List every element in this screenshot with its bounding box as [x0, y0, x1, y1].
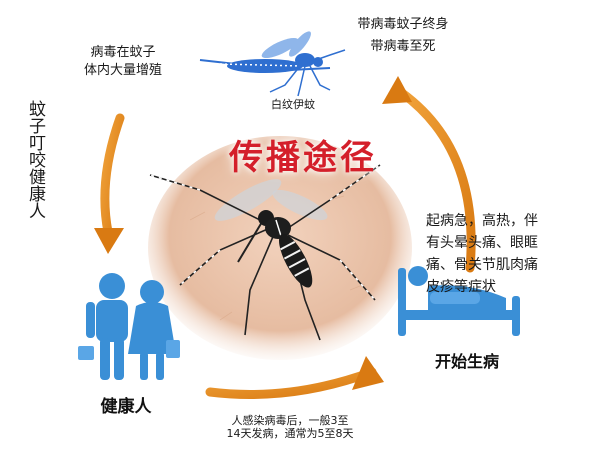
- arrowheads: [94, 76, 412, 390]
- aedes-albopictus-icon: [199, 31, 346, 97]
- symptoms-line-3: 痛、骨关节肌肉痛: [426, 257, 538, 273]
- cycle-arrow-icon: [100, 88, 476, 399]
- infected-mosquito-line-1: 带病毒蚊子终身: [357, 17, 449, 32]
- family-icon: [78, 273, 180, 380]
- incubation-line-2: 14天发病，通常为5至8天: [226, 427, 354, 440]
- infected-mosquito-note: 带病毒蚊子终身 带病毒至死: [318, 14, 488, 58]
- bite-healthy-person-label: 蚊子叮咬健康人: [25, 100, 45, 219]
- incubation-line-1: 人感染病毒后，一般3至: [231, 414, 349, 427]
- sick-bed-icon: [398, 266, 520, 336]
- symptoms-text: 起病急，高热，伴 有头晕头痛、眼眶 痛、骨关节肌肉痛 皮疹等症状: [426, 210, 596, 298]
- symptoms-line-2: 有头晕头痛、眼眶: [426, 235, 538, 251]
- virus-replication-note: 病毒在蚊子 体内大量增殖: [58, 44, 188, 80]
- healthy-person-label: 健康人: [100, 397, 152, 417]
- mosquito-icon: [149, 164, 381, 341]
- diagram-title: 传播途径: [229, 138, 377, 178]
- symptoms-line-1: 起病急，高热，伴: [426, 213, 538, 229]
- mosquito-species-label: 白纹伊蚊: [271, 98, 315, 111]
- skin-circle: [148, 136, 412, 360]
- virus-replication-line-1: 病毒在蚊子: [90, 45, 156, 60]
- incubation-note: 人感染病毒后，一般3至 14天发病，通常为5至8天: [200, 414, 380, 440]
- symptoms-line-4: 皮疹等症状: [426, 279, 496, 295]
- start-sick-label: 开始生病: [434, 352, 499, 371]
- infected-mosquito-line-2: 带病毒至死: [370, 39, 436, 54]
- virus-replication-line-2: 体内大量增殖: [83, 63, 162, 78]
